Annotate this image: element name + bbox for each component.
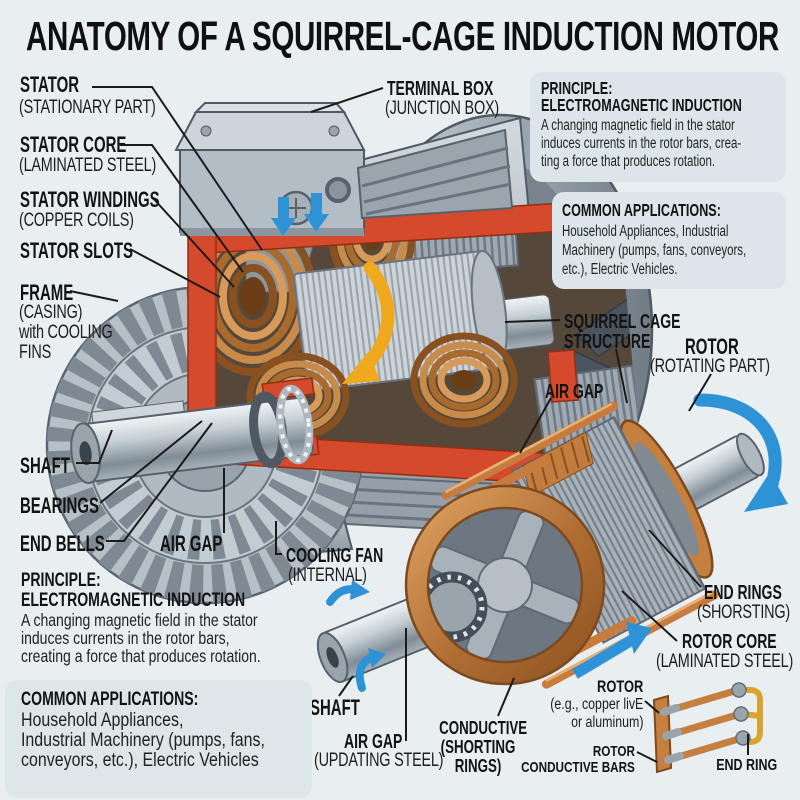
label-rotor-conductive: ROTOR <box>592 743 635 760</box>
principle-panel-line: A changing magnetic field in the stator <box>541 117 735 134</box>
terminal-box <box>174 102 366 236</box>
label-frame-sub: (CASING) <box>19 302 83 323</box>
label-conductive-rings-2: (SHORTING <box>440 736 516 757</box>
cable-gland <box>325 177 351 203</box>
label-stator-windings: STATOR WINDINGS <box>20 187 160 212</box>
label-end-rings-sub: (SHORSTING) <box>697 602 790 623</box>
label-rotor-material-sub2: or aluminum) <box>570 714 643 731</box>
applications-left-line: conveyors, etc.), Electric Vehicles <box>21 750 259 771</box>
front-end-ring <box>404 484 606 686</box>
leader-lines <box>69 86 749 763</box>
label-end-ring-small: END RING <box>715 757 777 774</box>
page-title: ANATOMY OF A SQUIRREL-CAGE INDUCTION MOT… <box>26 13 779 59</box>
applications-left-line: Household Appliances, <box>21 710 184 731</box>
label-rotor-conductive-2: CONDUCTIVE BARS <box>521 759 635 776</box>
label-shaft-bottom: SHAFT <box>310 695 360 720</box>
label-cooling-fan-sub: (INTERNAL) <box>288 565 367 586</box>
motor-shaft <box>70 384 314 485</box>
principle-left-title2: ELECTROMAGNETIC INDUCTION <box>21 590 246 611</box>
label-end-bells: END BELLS <box>20 531 105 556</box>
conductive-bars <box>660 686 746 764</box>
rotation-arrow-icon <box>342 261 395 384</box>
label-rotor-core-sub: (LAMINATED STEEL) <box>656 651 794 672</box>
label-conductive-rings-3: RINGS) <box>454 755 502 776</box>
applications-panel-line: Household Appliances, Industrial <box>562 223 729 240</box>
label-cooling-fan: COOLING FAN <box>286 545 384 567</box>
applications-left-line: Industrial Machinery (pumps, fans, <box>21 730 265 751</box>
principle-panel-line: induces currents in the rotor bars, crea… <box>541 135 742 152</box>
principle-panel <box>530 72 786 182</box>
label-air-gap-left: AIR GAP <box>160 531 223 556</box>
label-air-gap-bottom-sub: (UPDATING STEEL) <box>314 750 444 771</box>
label-frame-sub2: with COOLING <box>19 322 113 343</box>
label-stator-sub: (STATIONARY PART) <box>19 97 156 118</box>
principle-panel-title1: PRINCIPLE: <box>541 78 613 98</box>
down-arrow-icon <box>271 193 329 236</box>
applications-left-title: COMMON APPLICATIONS: <box>21 689 199 710</box>
label-stator: STATOR <box>20 72 80 97</box>
rotor-slot-copper <box>522 431 594 498</box>
label-air-gap-mid: AIR GAP <box>545 381 604 403</box>
label-squirrel-cage: SQUIRREL CAGE <box>564 311 681 333</box>
label-frame-sub3: FINS <box>19 342 51 363</box>
top-cooling-fins <box>356 128 514 220</box>
label-shaft: SHAFT <box>20 453 70 478</box>
label-stator-core: STATOR CORE <box>20 132 127 157</box>
principle-left-line: creating a force that produces rotation. <box>21 646 261 666</box>
label-conductive-rings: CONDUCTIVE <box>439 717 528 738</box>
label-terminal-box-sub: (JUNCTION BOX) <box>385 98 499 119</box>
principle-left-title1: PRINCIPLE: <box>21 570 101 591</box>
front-hub <box>416 508 582 662</box>
label-end-rings: END RINGS <box>704 582 782 604</box>
label-rotor-core: ROTOR CORE <box>682 631 777 653</box>
label-rotor-material: ROTOR <box>596 678 643 696</box>
stator-winding-coil <box>410 332 518 428</box>
label-squirrel-cage-2: STRUCTURE <box>564 331 651 353</box>
label-rotor-material-sub: (e.g., copper livE <box>549 696 643 713</box>
label-rotor: ROTOR <box>685 334 739 359</box>
label-terminal-box: TERMINAL BOX <box>387 78 494 100</box>
rotor-bars-diagram <box>652 682 763 774</box>
applications-panel-line: Machinery (pumps, fans, conveyors, <box>562 242 747 259</box>
principle-panel-line: ting a force that produces rotation. <box>541 153 716 170</box>
applications-panel-line: etc.), Electric Vehicles. <box>562 261 678 278</box>
rotor-assembly-illustration <box>316 393 788 692</box>
label-air-gap-bottom: AIR GAP <box>344 731 403 753</box>
applications-panel <box>552 192 786 289</box>
direction-arrow-icon <box>572 622 652 679</box>
applications-panel-title: COMMON APPLICATIONS: <box>562 200 721 220</box>
principle-panel-title2: ELECTROMAGNETIC INDUCTION <box>541 95 742 115</box>
label-bearings: BEARINGS <box>20 493 99 518</box>
label-rotor-sub: (ROTATING PART) <box>650 356 770 377</box>
label-stator-windings-sub: (COPPER COILS) <box>19 210 134 231</box>
applications-card-left <box>5 680 312 798</box>
label-stator-slots: STATOR SLOTS <box>20 238 134 263</box>
label-frame: FRAME <box>20 280 74 305</box>
principle-left-line: A changing magnetic field in the stator <box>21 610 258 630</box>
principle-left-line: induces currents in the rotor bars, <box>21 628 230 648</box>
label-stator-core-sub: (LAMINATED STEEL) <box>19 155 157 176</box>
rotation-arrow-icon <box>693 393 788 512</box>
